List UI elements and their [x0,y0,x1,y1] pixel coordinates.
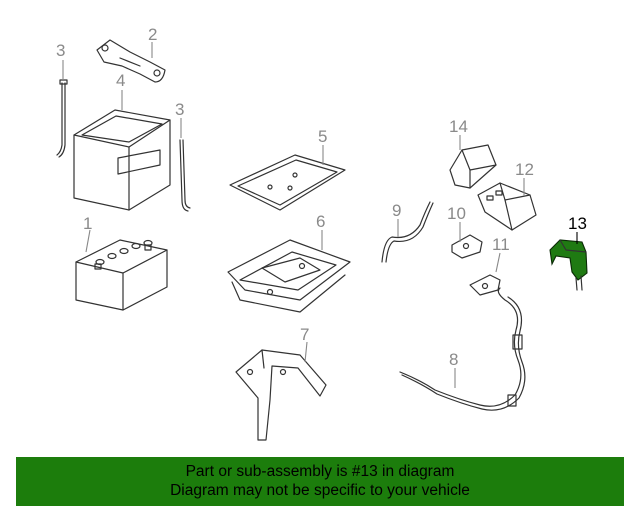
callout-6: 6 [316,212,325,231]
callout-14: 14 [449,117,468,136]
callout-2: 2 [148,25,157,44]
banner-line-2: Diagram may not be specific to your vehi… [170,482,470,499]
part-2-hold-down-clamp[interactable] [96,39,166,83]
info-banner: Part or sub-assembly is #13 in diagram D… [16,457,624,506]
part-6-battery-tray[interactable] [227,239,351,313]
part-12-fuse-block[interactable] [477,182,537,231]
part-10-connector[interactable] [451,234,483,259]
callout-12: 12 [515,160,534,179]
parts-diagram: 3 2 4 3 1 [56,25,588,441]
callout-7: 7 [300,325,309,344]
leader-11 [495,252,501,273]
callout-3b: 3 [175,100,184,119]
part-7-tray-bracket[interactable] [235,349,327,441]
callout-9: 9 [392,201,401,220]
part-1-battery[interactable] [75,239,168,311]
part-3-right-rod[interactable] [179,139,191,212]
callout-5: 5 [318,127,327,146]
part-4-battery-box[interactable] [73,109,171,211]
leader-1 [85,229,91,253]
part-14-terminal-cover[interactable] [449,144,497,189]
part-13-highlighted[interactable] [549,239,588,291]
part-8-battery-cable[interactable] [399,287,526,411]
leader-7 [304,341,308,363]
callout-4: 4 [116,71,125,90]
callout-3a: 3 [56,41,65,60]
part-9-cable[interactable] [381,201,434,263]
banner-line-1: Part or sub-assembly is #13 in diagram [185,463,455,480]
part-11-terminal[interactable] [469,274,501,296]
callout-11: 11 [492,235,510,254]
part-3-left-rod[interactable] [56,79,68,158]
callout-10: 10 [447,204,466,223]
part-5-battery-mat[interactable] [229,154,346,211]
callout-13: 13 [568,214,587,233]
callout-1: 1 [83,214,92,233]
callout-8: 8 [449,350,458,369]
